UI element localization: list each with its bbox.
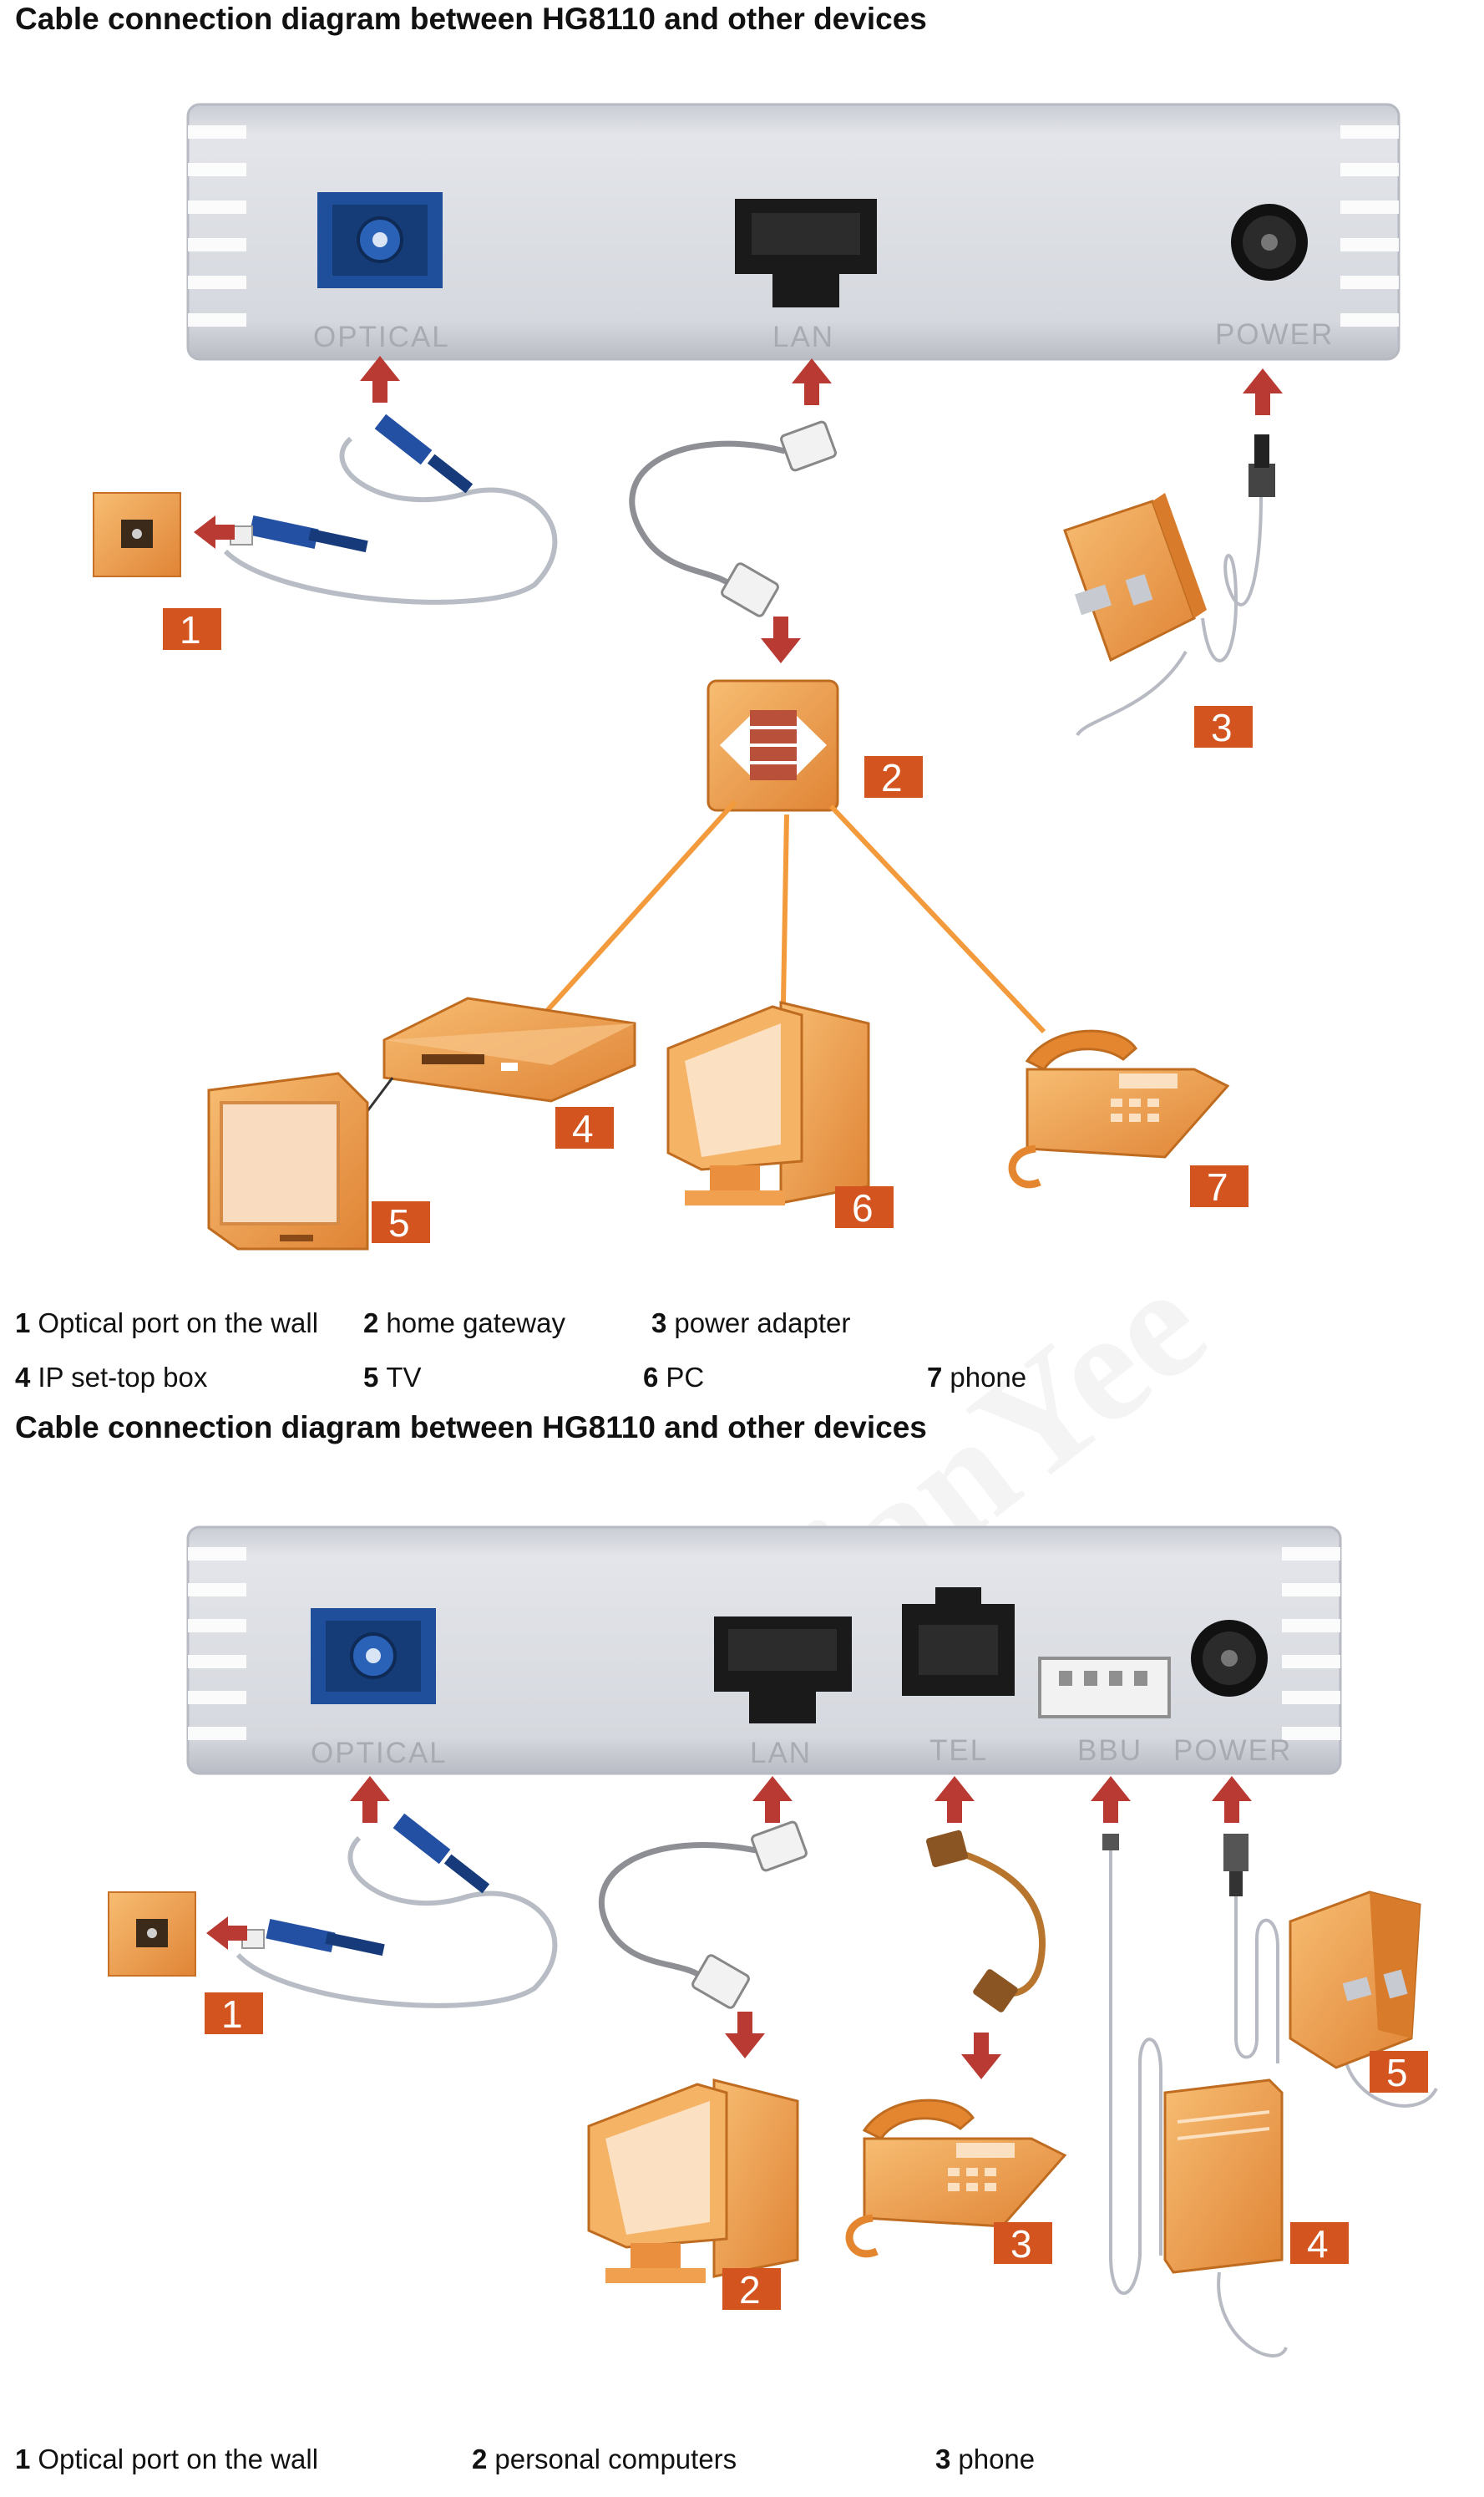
arrow-down-icon: [961, 2033, 1001, 2079]
arrow-up-icon: [792, 358, 832, 405]
svg-text:7: 7: [1207, 1165, 1228, 1209]
diagram2-title: Cable connection diagram between HG8110 …: [15, 1410, 927, 1444]
port-label-lan: LAN: [750, 1737, 812, 1769]
svg-text:1: 1: [221, 1992, 243, 2036]
pc-icon: [587, 2078, 799, 2283]
arrow-left-icon: [194, 515, 235, 549]
optical-port-icon: [317, 192, 443, 288]
badge-4: 4: [555, 1107, 614, 1150]
svg-text:6: 6: [852, 1186, 874, 1230]
fiber-cable-icon: [223, 414, 558, 605]
port-label-lan: LAN: [772, 321, 834, 353]
arrow-up-icon: [1091, 1776, 1131, 1823]
tv-icon: [207, 1072, 369, 1251]
fiber-cable-icon: [236, 1813, 558, 2008]
power-port-icon: [1231, 204, 1308, 281]
arrow-up-icon: [350, 1776, 390, 1823]
svg-text:5: 5: [388, 1201, 410, 1245]
lan-port-icon: [714, 1616, 852, 1723]
tel-port-icon: [902, 1587, 1015, 1696]
arrow-down-icon: [725, 2012, 765, 2058]
arrow-up-icon: [360, 356, 400, 403]
svg-text:3: 3: [1010, 2222, 1032, 2266]
port-label-tel: TEL: [929, 1734, 988, 1767]
pc-icon: [666, 1001, 870, 1205]
optical-port-icon: [311, 1608, 436, 1704]
telephone-cable-icon: [925, 1830, 1046, 2012]
power-adapter-icon: [1063, 434, 1275, 737]
svg-text:2: 2: [739, 2268, 761, 2312]
port-label-optical: OPTICAL: [311, 1737, 448, 1769]
port-label-optical: OPTICAL: [313, 321, 450, 353]
badge-2: 2: [864, 756, 923, 799]
arrow-up-icon: [1243, 368, 1283, 415]
badge-6: 6: [835, 1186, 894, 1230]
diagram1-title: Cable connection diagram between HG8110 …: [15, 2, 927, 36]
wall-optical-port-icon: [93, 492, 181, 577]
badge-1: 1: [205, 1992, 263, 2036]
bbu-port-icon: [1038, 1657, 1171, 1718]
power-adapter-icon: [1223, 1834, 1438, 2108]
phone-icon: [845, 2099, 1067, 2258]
svg-text:2: 2: [881, 756, 903, 799]
ethernet-cable-icon: [629, 420, 837, 617]
port-label-bbu: BBU: [1077, 1734, 1142, 1767]
bbu-cable-icon: [1102, 1834, 1162, 2295]
svg-text:4: 4: [1307, 2222, 1329, 2266]
badge-3: 3: [994, 2222, 1052, 2266]
port-label-power: POWER: [1173, 1734, 1292, 1767]
badge-3: 3: [1194, 706, 1253, 749]
hg8110-rear-panel-2: OPTICAL LAN TEL BBU POWER: [186, 1525, 1342, 1775]
arrow-up-icon: [1212, 1776, 1252, 1823]
badge-5: 5: [372, 1201, 430, 1245]
tv-cable: [366, 1077, 394, 1112]
set-top-box-icon: [382, 997, 636, 1103]
badge-2: 2: [722, 2268, 781, 2312]
svg-text:3: 3: [1211, 706, 1233, 749]
power-port-icon: [1191, 1620, 1268, 1697]
phone-icon: [1008, 1029, 1230, 1189]
battery-box-icon: [1163, 2078, 1288, 2357]
svg-text:4: 4: [572, 1107, 594, 1150]
svg-text:5: 5: [1386, 2051, 1408, 2094]
badge-1: 1: [163, 608, 221, 652]
arrow-up-icon: [934, 1776, 975, 1823]
badge-5: 5: [1370, 2051, 1428, 2094]
badge-7: 7: [1190, 1165, 1248, 1209]
badge-4: 4: [1290, 2222, 1349, 2266]
home-gateway-icon: [707, 679, 839, 812]
svg-text:1: 1: [180, 608, 201, 652]
arrow-left-icon: [206, 1916, 247, 1950]
lan-port-icon: [735, 199, 877, 307]
port-label-power: POWER: [1215, 318, 1334, 351]
ethernet-cable-icon: [598, 1820, 808, 2009]
arrow-up-icon: [752, 1776, 793, 1823]
arrow-down-icon: [761, 617, 801, 663]
network-links: [544, 799, 1046, 1034]
wall-optical-port-icon: [108, 1891, 196, 1977]
hg8110-rear-panel: OPTICAL LAN POWER: [186, 103, 1400, 361]
